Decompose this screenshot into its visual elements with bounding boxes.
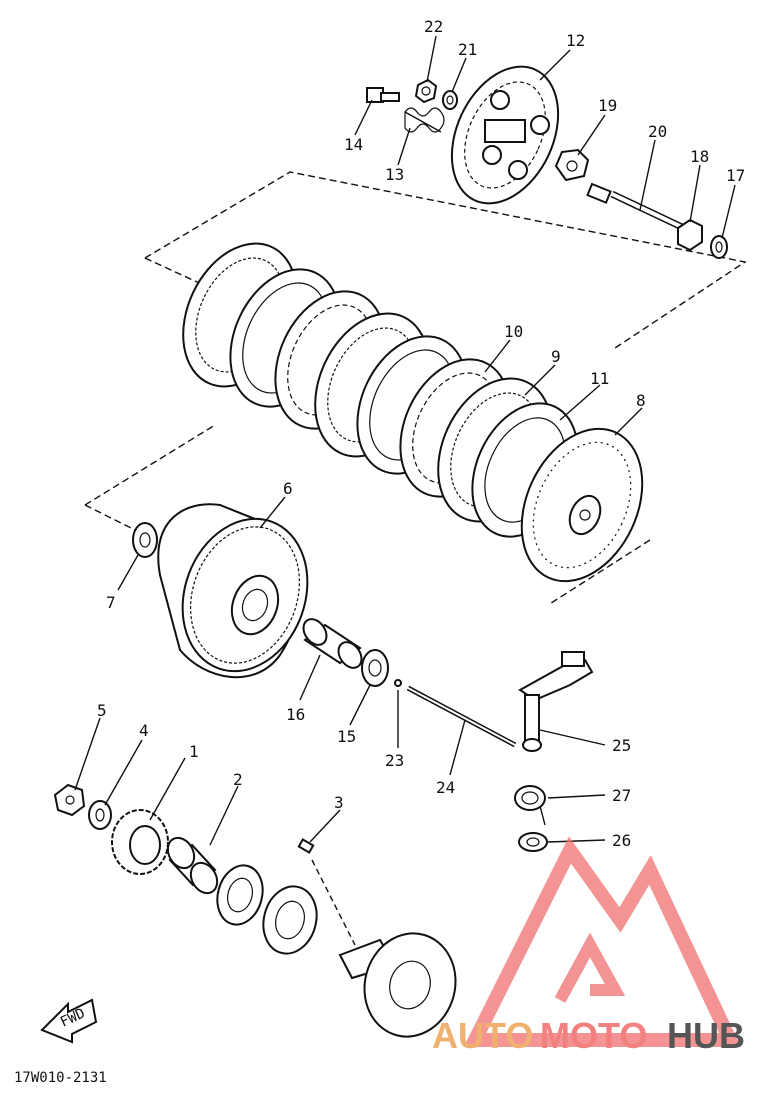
spring-bolt xyxy=(366,87,400,103)
part-label-20: 20 xyxy=(648,122,667,141)
part-label-11: 11 xyxy=(590,369,609,388)
part-label-9: 9 xyxy=(551,347,561,366)
bolt-nut xyxy=(414,78,438,104)
spacer xyxy=(302,618,363,669)
assembly-outline-bottom xyxy=(84,424,651,606)
straight-key xyxy=(297,838,315,854)
part-label-13: 13 xyxy=(385,165,404,184)
watermark-auto: AUTO xyxy=(432,1015,533,1056)
part-label-19: 19 xyxy=(598,96,617,115)
watermark-moto: MOTO xyxy=(540,1015,647,1056)
part-label-10: 10 xyxy=(504,322,523,341)
push-rod xyxy=(586,182,686,232)
watermark-logo-icon xyxy=(463,836,742,1047)
fwd-arrow-icon: FWD xyxy=(40,998,98,1044)
part-label-1: 1 xyxy=(189,742,199,761)
return-spring xyxy=(514,785,546,826)
oil-seal xyxy=(518,832,548,852)
drawing-code: 17W010-2131 xyxy=(14,1070,107,1086)
part-label-24: 24 xyxy=(436,778,455,797)
part-label-15: 15 xyxy=(337,727,356,746)
part-label-22: 22 xyxy=(424,17,443,36)
part-labels: 1 2 3 4 5 6 7 8 9 10 11 12 13 14 15 16 1… xyxy=(97,17,745,850)
nut-washer xyxy=(442,90,458,110)
part-label-5: 5 xyxy=(97,701,107,720)
part-label-26: 26 xyxy=(612,831,631,850)
clutch-spring xyxy=(404,107,445,133)
part-label-12: 12 xyxy=(566,31,585,50)
leader-lines xyxy=(74,35,736,846)
clutch-boss xyxy=(520,427,644,583)
lock-washer xyxy=(88,800,112,830)
ball xyxy=(394,679,402,687)
crank-bearings xyxy=(216,864,318,955)
part-label-25: 25 xyxy=(612,736,631,755)
clutch-housing xyxy=(157,503,309,679)
long-push-rod xyxy=(406,685,517,748)
push-rod-washer xyxy=(710,235,728,259)
watermark-hub: HUB xyxy=(667,1015,745,1056)
push-plate xyxy=(554,148,590,182)
part-label-4: 4 xyxy=(139,721,149,740)
clutch-plate-stack xyxy=(182,242,579,538)
push-lever-shaft xyxy=(518,651,594,752)
collar xyxy=(166,836,219,895)
part-label-6: 6 xyxy=(283,479,293,498)
part-label-2: 2 xyxy=(233,770,243,789)
part-label-14: 14 xyxy=(344,135,363,154)
primary-drive-gear xyxy=(111,809,169,875)
lock-nut xyxy=(53,783,86,817)
part-label-8: 8 xyxy=(636,391,646,410)
pressure-plate xyxy=(450,65,560,205)
part-label-7: 7 xyxy=(106,593,116,612)
part-label-17: 17 xyxy=(726,166,745,185)
part-label-16: 16 xyxy=(286,705,305,724)
part-label-27: 27 xyxy=(612,786,631,805)
part-label-3: 3 xyxy=(334,793,344,812)
thrust-washer xyxy=(132,522,158,558)
part-label-18: 18 xyxy=(690,147,709,166)
part-label-23: 23 xyxy=(385,751,404,770)
spacer-washer xyxy=(361,649,389,687)
push-rod-nut xyxy=(677,218,703,252)
part-label-21: 21 xyxy=(458,40,477,59)
crankshaft xyxy=(311,859,457,1038)
